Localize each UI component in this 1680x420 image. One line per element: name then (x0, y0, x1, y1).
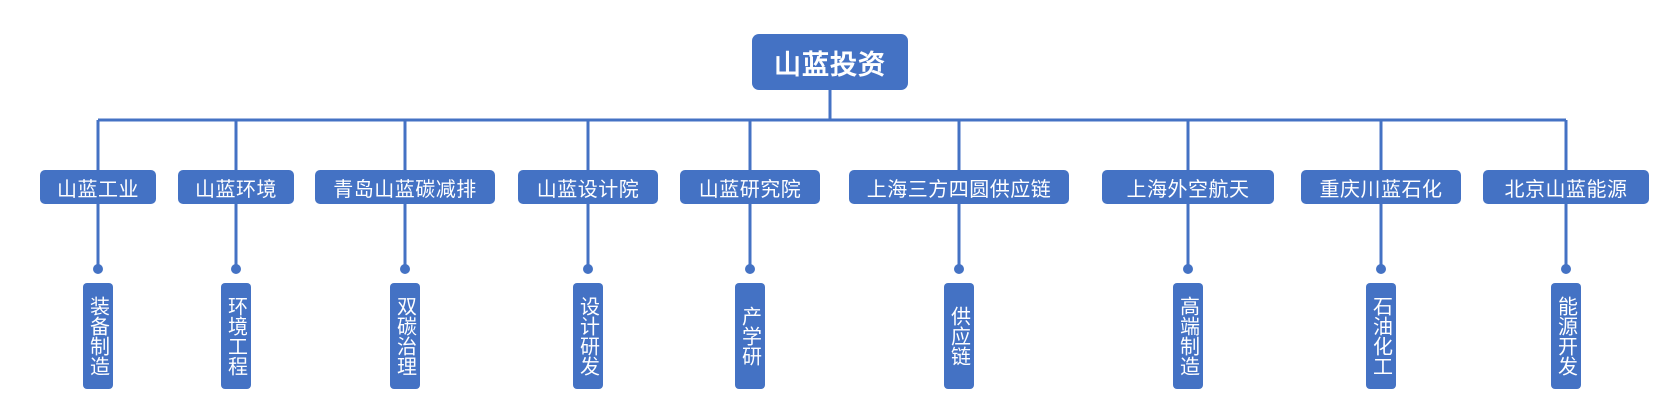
leaf-node-2[interactable]: 双碳治理 (390, 283, 420, 389)
leaf-node-label: 供应链 (947, 306, 972, 366)
leaf-node-label: 环境工程 (224, 296, 249, 376)
branch-node-5[interactable]: 上海三方四圆供应链 (849, 170, 1069, 204)
branch-node-2[interactable]: 青岛山蓝碳减排 (315, 170, 495, 204)
leaf-dot-5 (954, 264, 964, 274)
leaf-dot-4 (745, 264, 755, 274)
leaf-node-7[interactable]: 石油化工 (1366, 283, 1396, 389)
branch-node-7[interactable]: 重庆川蓝石化 (1301, 170, 1461, 204)
branch-node-label: 青岛山蓝碳减排 (333, 176, 477, 201)
leaf-node-1[interactable]: 环境工程 (221, 283, 251, 389)
branch-node-4[interactable]: 山蓝研究院 (680, 170, 820, 204)
leaf-node-4[interactable]: 产学研 (735, 283, 765, 389)
leaf-node-3[interactable]: 设计研发 (573, 283, 603, 389)
branch-node-label: 山蓝研究院 (698, 176, 802, 201)
leaf-dot-0 (93, 264, 103, 274)
branch-node-label: 山蓝环境 (195, 176, 277, 201)
branch-node-0[interactable]: 山蓝工业 (40, 170, 156, 204)
branch-node-6[interactable]: 上海外空航天 (1102, 170, 1274, 204)
leaf-node-label: 装备制造 (86, 296, 111, 376)
root-node-label: 山蓝投资 (774, 49, 886, 81)
leaf-node-0[interactable]: 装备制造 (83, 283, 113, 389)
leaf-node-5[interactable]: 供应链 (944, 283, 974, 389)
branch-node-8[interactable]: 北京山蓝能源 (1483, 170, 1649, 204)
root-node[interactable]: 山蓝投资 (752, 34, 908, 90)
branch-node-label: 上海三方四圆供应链 (866, 176, 1052, 201)
leaf-dot-7 (1376, 264, 1386, 274)
leaf-dot-2 (400, 264, 410, 274)
leaf-node-label: 双碳治理 (393, 296, 418, 376)
leaf-dot-3 (583, 264, 593, 274)
leaf-node-label: 石油化工 (1369, 296, 1394, 376)
branch-node-label: 重庆川蓝石化 (1319, 176, 1443, 201)
branch-node-label: 北京山蓝能源 (1504, 176, 1628, 201)
leaf-dot-6 (1183, 264, 1193, 274)
leaf-node-label: 设计研发 (576, 296, 601, 376)
leaf-node-label: 高端制造 (1176, 296, 1201, 376)
leaf-node-8[interactable]: 能源开发 (1551, 283, 1581, 389)
leaf-dot-1 (231, 264, 241, 274)
branch-node-1[interactable]: 山蓝环境 (178, 170, 294, 204)
branch-node-label: 山蓝设计院 (536, 176, 640, 201)
leaf-dot-8 (1561, 264, 1571, 274)
leaf-node-6[interactable]: 高端制造 (1173, 283, 1203, 389)
branch-node-3[interactable]: 山蓝设计院 (518, 170, 658, 204)
branch-node-label: 上海外空航天 (1126, 176, 1250, 201)
leaf-node-label: 能源开发 (1554, 296, 1579, 376)
branch-node-label: 山蓝工业 (57, 176, 139, 201)
leaf-node-label: 产学研 (738, 306, 763, 366)
